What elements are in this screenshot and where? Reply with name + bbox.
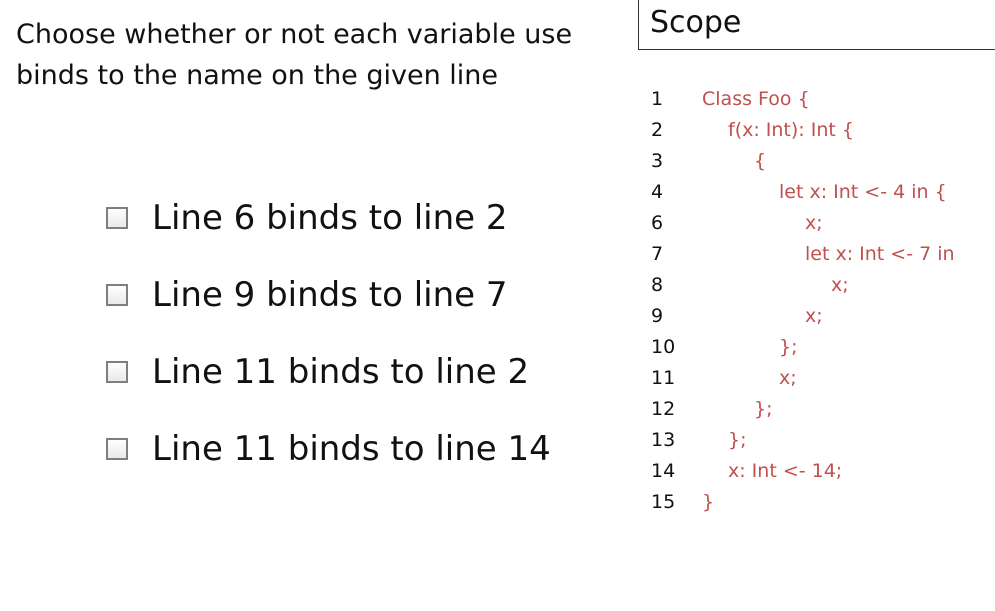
code-text: x; — [831, 274, 849, 296]
code-text: x; — [805, 212, 823, 234]
line-number: 13 — [651, 429, 676, 451]
code-text: }; — [754, 398, 773, 420]
code-line: 3 { — [651, 146, 991, 177]
line-number: 1 — [651, 88, 664, 110]
code-line: 14 x: Int <- 14; — [651, 456, 991, 487]
checkbox[interactable] — [106, 207, 128, 229]
code-line: 4 let x: Int <- 4 in { — [651, 177, 991, 208]
code-text: Class Foo { — [702, 88, 810, 110]
line-number: 3 — [651, 150, 664, 172]
line-number: 8 — [651, 274, 664, 296]
line-number: 15 — [651, 491, 676, 513]
line-number: 9 — [651, 305, 664, 327]
code-line: 10 }; — [651, 332, 991, 363]
code-line: 12 }; — [651, 394, 991, 425]
line-number: 12 — [651, 398, 676, 420]
option-label: Line 9 binds to line 7 — [152, 275, 508, 315]
code-line: 1 Class Foo { — [651, 84, 991, 115]
code-line: 6 x; — [651, 208, 991, 239]
code-line: 13 }; — [651, 425, 991, 456]
code-text: x; — [779, 367, 797, 389]
code-text: x; — [805, 305, 823, 327]
option-label: Line 11 binds to line 2 — [152, 352, 530, 392]
option-line-9-binds-line-7[interactable]: Line 9 binds to line 7 — [106, 273, 551, 317]
code-text: let x: Int <- 7 in — [805, 243, 955, 265]
code-line: 2 f(x: Int): Int { — [651, 115, 991, 146]
option-line-11-binds-line-2[interactable]: Line 11 binds to line 2 — [106, 350, 551, 394]
code-line: 11 x; — [651, 363, 991, 394]
code-line: 15 } — [651, 487, 991, 518]
code-text: let x: Int <- 4 in { — [779, 181, 947, 203]
code-line: 8 x; — [651, 270, 991, 301]
line-number: 2 — [651, 119, 664, 141]
code-text: }; — [728, 429, 747, 451]
code-text: x: Int <- 14; — [728, 460, 843, 482]
code-line: 9 x; — [651, 301, 991, 332]
code-text: } — [702, 491, 715, 513]
option-line-11-binds-line-14[interactable]: Line 11 binds to line 14 — [106, 427, 551, 471]
code-text: f(x: Int): Int { — [728, 119, 854, 141]
code-line: 7 let x: Int <- 7 in — [651, 239, 991, 270]
checkbox[interactable] — [106, 284, 128, 306]
option-label: Line 11 binds to line 14 — [152, 429, 551, 469]
line-number: 4 — [651, 181, 664, 203]
code-text: }; — [779, 336, 798, 358]
line-number: 11 — [651, 367, 676, 389]
question-line-1: Choose whether or not each variable use — [16, 19, 573, 50]
checkbox[interactable] — [106, 361, 128, 383]
answer-options: Line 6 binds to line 2 Line 9 binds to l… — [106, 196, 551, 504]
code-listing: 1 Class Foo { 2 f(x: Int): Int { 3 { 4 l… — [651, 84, 991, 518]
question-text: Choose whether or not each variable use … — [16, 14, 616, 96]
line-number: 7 — [651, 243, 664, 265]
scope-header: Scope — [638, 0, 995, 50]
question-line-2: binds to the name on the given line — [16, 60, 499, 91]
code-text: { — [754, 150, 767, 172]
scope-title: Scope — [650, 5, 742, 40]
option-label: Line 6 binds to line 2 — [152, 198, 508, 238]
checkbox[interactable] — [106, 438, 128, 460]
line-number: 10 — [651, 336, 676, 358]
line-number: 14 — [651, 460, 676, 482]
line-number: 6 — [651, 212, 664, 234]
option-line-6-binds-line-2[interactable]: Line 6 binds to line 2 — [106, 196, 551, 240]
